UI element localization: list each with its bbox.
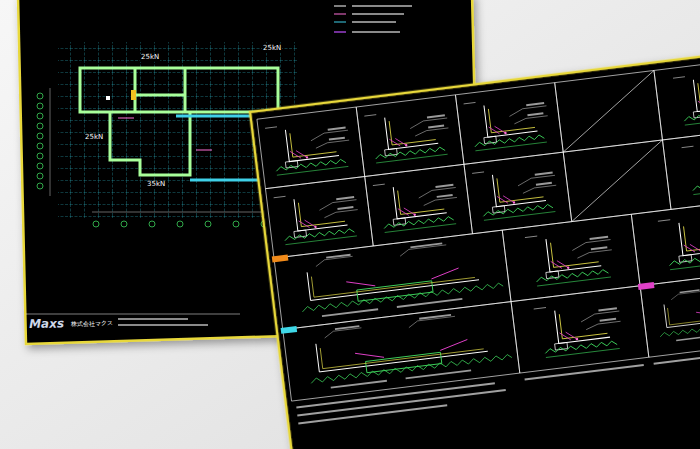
company-name: 株式会社マクス — [70, 320, 114, 327]
logo-mark: Maxs — [28, 317, 65, 331]
legend-samples — [334, 5, 412, 33]
anchor-mark — [118, 118, 212, 150]
column-mark — [131, 90, 136, 100]
load-label: 25kN — [140, 54, 160, 62]
column-mark — [106, 96, 110, 100]
dimension-lines — [50, 88, 270, 212]
load-label: 25kN — [262, 45, 282, 53]
section-tag — [638, 282, 655, 290]
outer-walls — [80, 68, 278, 175]
detail-sheet — [250, 44, 700, 449]
load-label: 25kN — [84, 134, 104, 142]
section-tag — [281, 326, 298, 334]
load-label: 35kN — [146, 181, 166, 189]
notes-lines — [296, 343, 700, 424]
section-tag — [272, 254, 289, 262]
panel-grid — [257, 53, 700, 401]
